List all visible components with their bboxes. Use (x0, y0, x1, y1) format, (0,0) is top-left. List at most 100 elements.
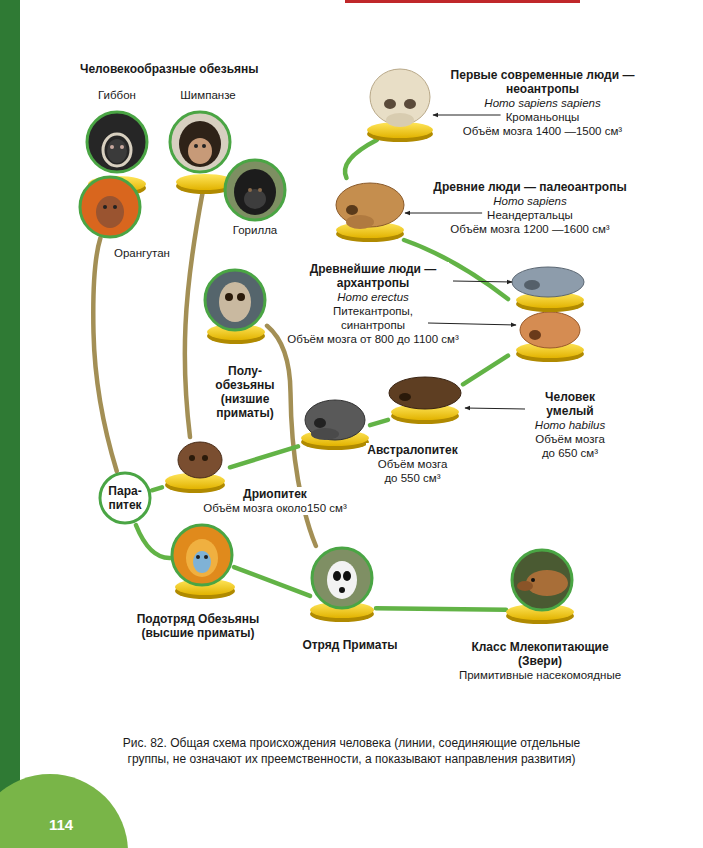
text-label: Шимпанзе (179, 88, 236, 102)
connector (370, 420, 388, 425)
gorilla-eye (248, 188, 252, 192)
lemur-nose (339, 587, 345, 593)
text-group: Орангутан (102, 246, 182, 260)
australopithecus-node: АвстралопитекОбъём мозга до 550 см³ (298, 395, 370, 450)
connector (345, 140, 377, 178)
chimpanzee-eye (202, 144, 206, 148)
skull-eye-socket (524, 280, 540, 290)
text-label: Орангутан (113, 246, 171, 260)
text-group: ДриопитекОбъём мозга около150 см³ (190, 487, 360, 515)
prosimian-eye (237, 293, 245, 301)
gibbon-face-ring (103, 134, 131, 166)
skull-eye-socket (189, 455, 195, 461)
text-group: Древнейшие люди — архантропыHomo erectus… (273, 262, 473, 346)
text-group: Человек умелыйHomo habilusОбъём мозга до… (525, 390, 615, 460)
leader-arrow (453, 281, 512, 282)
skull-eye-socket (529, 330, 541, 340)
leader-arrow (405, 213, 482, 214)
group-heading: Класс Млекопитающие (Звери) (457, 640, 624, 668)
homo-habilis-node: Человек умелыйHomo habilusОбъём мозга до… (388, 372, 463, 422)
connector (463, 356, 508, 385)
connector (93, 238, 116, 471)
text-label: Кроманьонцы (505, 110, 581, 124)
gibbon-eye (120, 145, 124, 149)
orangutan-face (96, 196, 124, 228)
connector (185, 192, 203, 437)
text-group: Класс Млекопитающие (Звери)Примитивные н… (430, 640, 650, 682)
figure-caption: Рис. 82. Общая схема происхождения челов… (118, 735, 585, 767)
connector (152, 487, 162, 490)
gibbon-node: Гиббон (86, 110, 148, 194)
gibbon-face (107, 139, 127, 163)
higher-primates-node: Подотряд Обезьяны (высшие приматы) (172, 523, 234, 595)
habilis-skull (389, 377, 461, 409)
latin-name: Homo habilus (534, 418, 606, 432)
text-group: Гиббон (67, 88, 167, 102)
insectivore-eye (531, 578, 535, 582)
monkey-face (193, 551, 211, 573)
palaeoanthrope-node: Древние люди — палеоантропыHomo sapiensН… (335, 178, 407, 240)
text-label: Объём мозга 1200 —1600 см³ (449, 222, 610, 236)
text-group: Полу- обезьяны (низшие приматы) (205, 364, 285, 420)
mammals-node: Класс Млекопитающие (Звери)Примитивные н… (506, 546, 576, 622)
connector (234, 567, 310, 596)
text-label: Объём мозга до 650 см³ (529, 432, 611, 460)
text-label: Гиббон (97, 88, 137, 102)
insectivore-photo (512, 550, 572, 610)
skull-jaw (386, 113, 414, 127)
orangutan-eye (113, 205, 117, 209)
skull-eye-socket (202, 455, 208, 461)
group-heading: Отряд Приматы (301, 638, 398, 652)
insectivore-body (526, 570, 568, 596)
group-heading: Древнейшие люди — архантропы (297, 262, 449, 290)
text-group: Пара- питек (98, 471, 152, 525)
chimpanzee-head (179, 121, 221, 167)
group-heading: Австралопитек (366, 443, 458, 457)
text-group: Подотряд Обезьяны (высшие приматы) (118, 612, 278, 640)
pithecanthropus-skull (520, 312, 580, 348)
skull-eye-socket (346, 205, 358, 215)
insectivore-snout (517, 581, 533, 591)
dryopithecus-skull (178, 442, 222, 478)
page-number-disc (0, 774, 128, 848)
text-label: Объём мозга до 550 см³ (369, 457, 456, 485)
connector (136, 525, 172, 558)
orangutan-node: Орангутан (79, 176, 141, 238)
text-label: Неандертальцы (486, 208, 574, 222)
gorilla-eye (258, 188, 262, 192)
skull-eye-socket (314, 418, 326, 428)
latin-name: Homo sapiens sapiens (483, 96, 601, 110)
text-group: АвстралопитекОбъём мозга до 550 см³ (360, 443, 465, 485)
monkey-photo (172, 525, 232, 585)
text-label: Объём мозга от 800 до 1100 см³ (286, 332, 460, 346)
skull-jaw (311, 428, 339, 440)
group-heading: Человекообразные обезьяны (80, 62, 340, 76)
gibbon-eye (110, 145, 114, 149)
lemur-photo (312, 548, 372, 608)
monkey-head (186, 539, 218, 577)
chimpanzee-photo (170, 112, 230, 172)
latin-name: Homo erectus (336, 290, 410, 304)
connector (376, 608, 506, 609)
archanthrope-node: Древнейшие люди — архантропыHomo erectus… (508, 255, 592, 360)
prosimian-photo (205, 270, 265, 330)
group-heading: Полу- обезьяны (низшие приматы) (207, 364, 284, 420)
orangutan-eye (103, 205, 107, 209)
connector (230, 446, 298, 467)
lemur-eye-patch (343, 571, 351, 581)
neoanthrope-node: Первые современные люди — неоантропыHomo… (365, 65, 435, 140)
text-label: Объём мозга 1400 —1500 см³ (462, 124, 623, 138)
chimpanzee-face (188, 138, 212, 164)
leader-arrow (433, 115, 501, 116)
group-heading: Человек умелый (529, 390, 611, 418)
australopithecus-skull (305, 400, 365, 440)
gorilla-face (244, 189, 266, 209)
text-group: Горилла (205, 223, 305, 237)
skull-eye-socket (404, 99, 416, 109)
gorilla-node: Горилла (224, 159, 286, 221)
parapithecus-circle: Пара- питек (98, 471, 152, 525)
gorilla-photo (225, 160, 285, 220)
leader-arrow (428, 323, 516, 325)
